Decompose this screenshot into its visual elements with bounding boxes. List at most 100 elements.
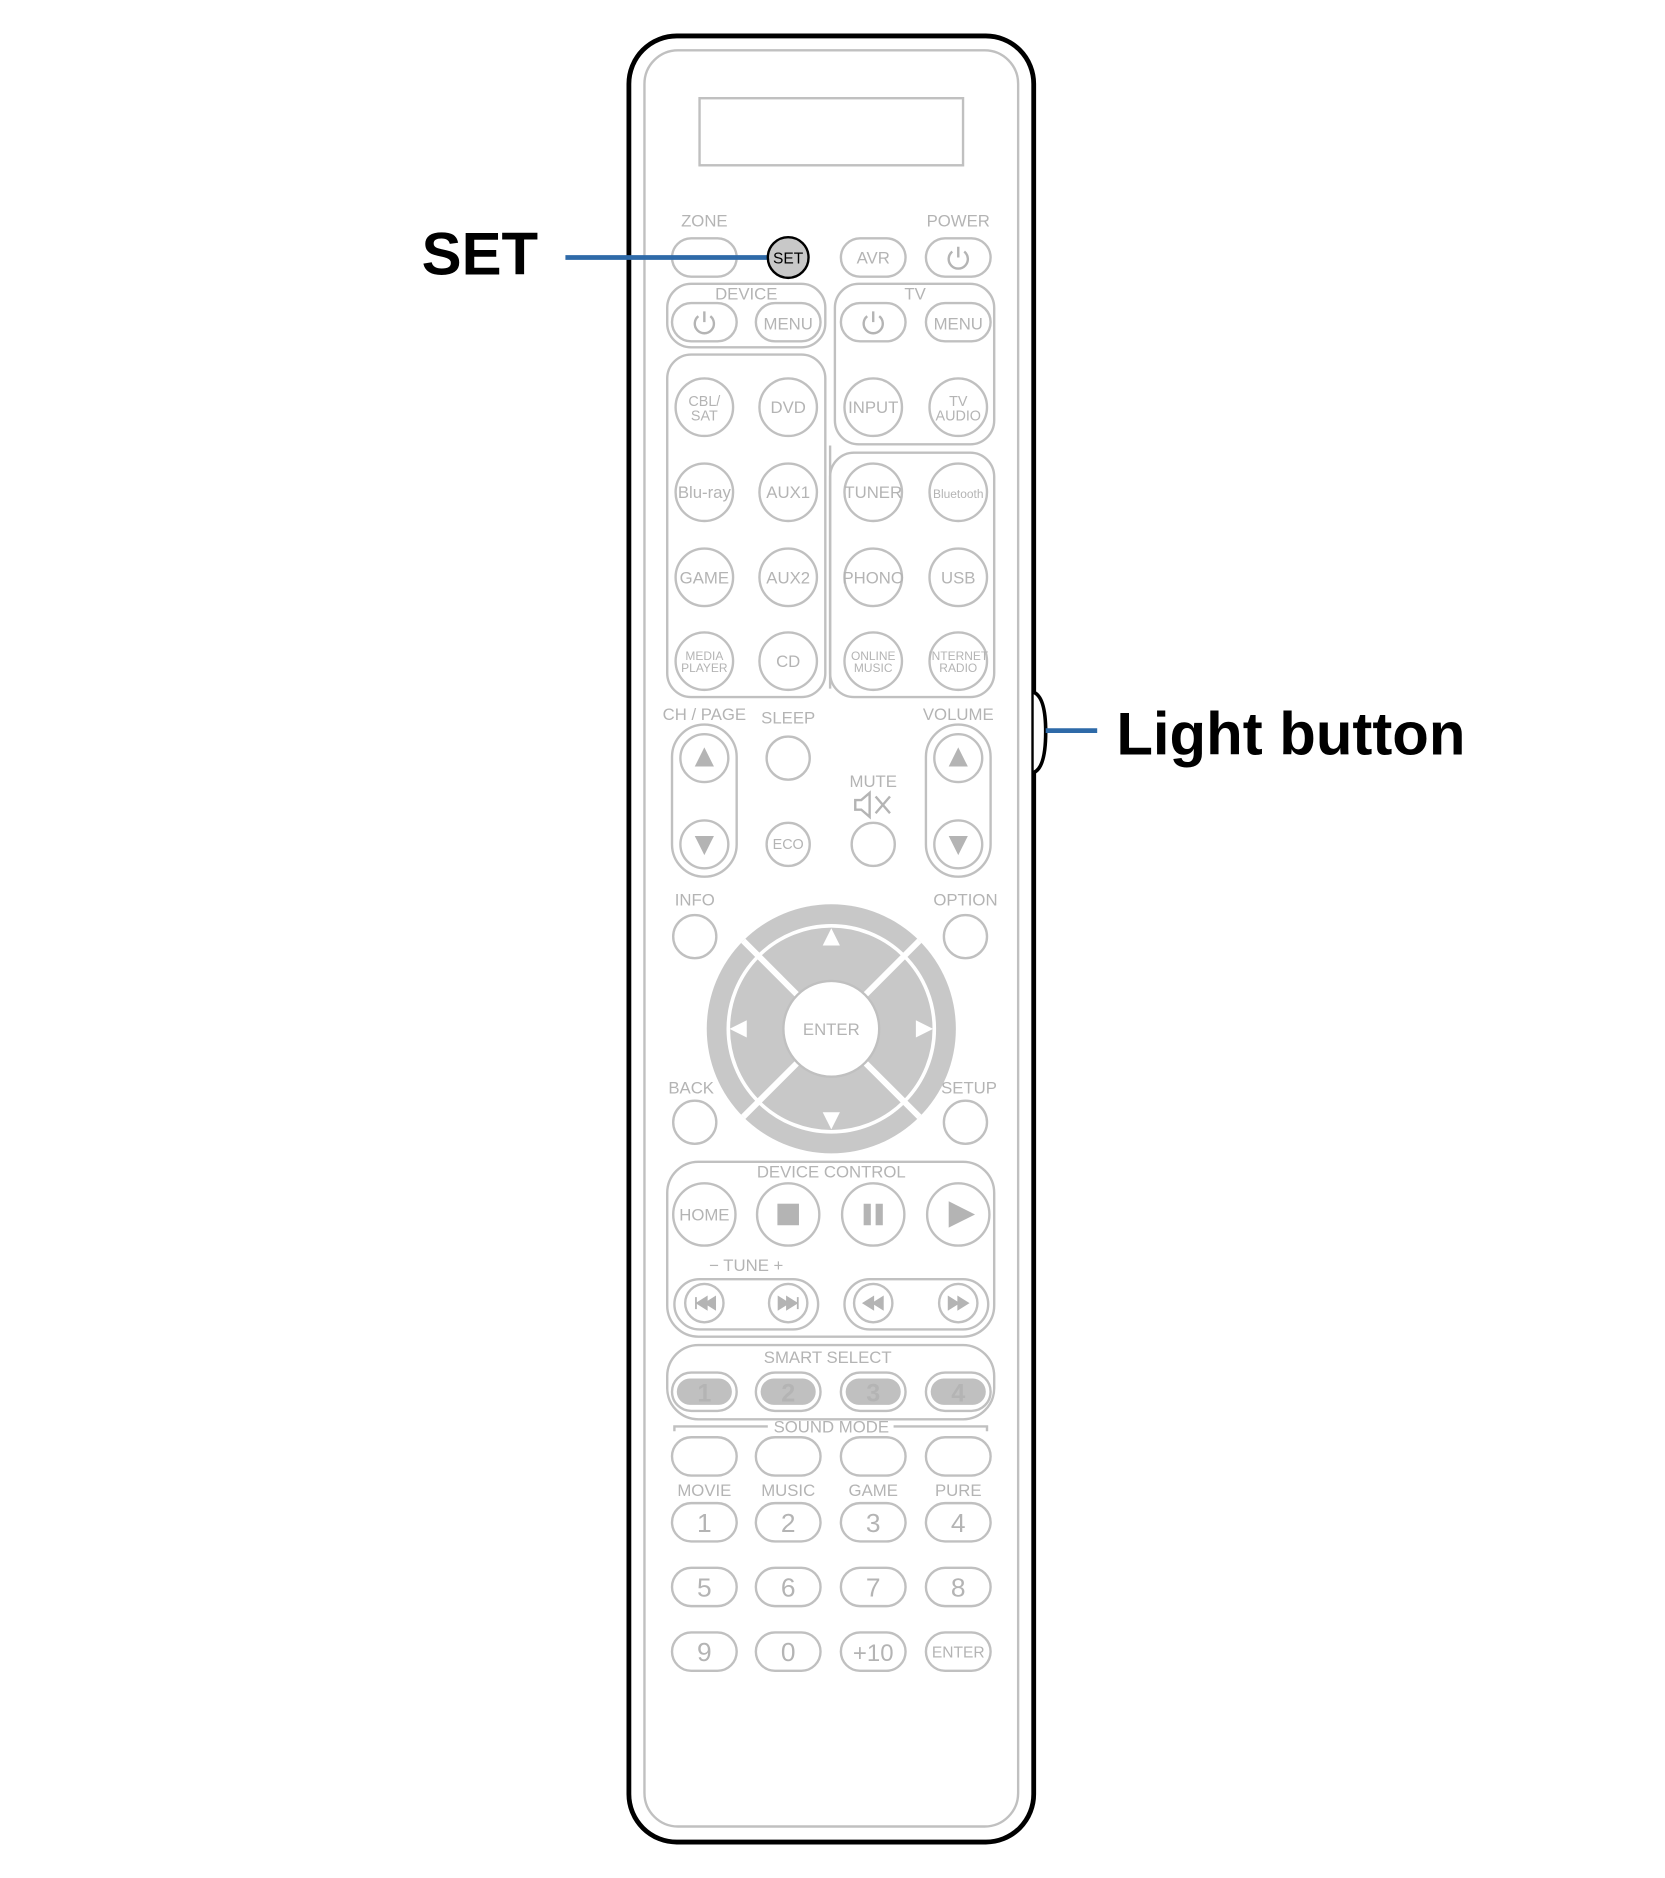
play-button[interactable] xyxy=(925,1182,991,1247)
up-arrow-icon xyxy=(948,747,968,767)
back-button[interactable] xyxy=(672,1099,718,1146)
keypad-button-7[interactable] xyxy=(839,1566,907,1608)
source-button-phono[interactable] xyxy=(843,547,904,608)
sound-mode-button-movie[interactable] xyxy=(670,1436,738,1477)
skip-forward-button[interactable] xyxy=(767,1282,809,1324)
keypad-button-9[interactable] xyxy=(670,1631,738,1672)
keypad-label: 5 xyxy=(697,1573,712,1603)
eco-button[interactable] xyxy=(765,821,811,868)
source-button-media-player[interactable] xyxy=(674,631,735,692)
smart-select-button-2[interactable] xyxy=(754,1371,822,1413)
sleep-button[interactable] xyxy=(765,735,811,781)
sound-mode-button-music[interactable] xyxy=(754,1436,822,1477)
smart-select-number: 2 xyxy=(781,1379,795,1407)
tv-menu-label: MENU xyxy=(934,314,983,333)
stop-button[interactable] xyxy=(755,1182,821,1247)
source-button-online-music[interactable] xyxy=(843,631,904,692)
smart-select-button-3[interactable] xyxy=(839,1371,907,1413)
tv-power-button[interactable] xyxy=(839,301,907,343)
keypad-button-8[interactable] xyxy=(924,1566,992,1608)
sound-mode-button-pure[interactable] xyxy=(924,1436,992,1477)
source-button-tuner[interactable] xyxy=(843,462,904,523)
source-button-aux2[interactable] xyxy=(758,547,819,608)
keypad-button-5[interactable] xyxy=(670,1566,738,1608)
source-button-tv-audio[interactable] xyxy=(928,377,989,438)
source-button-bluetooth[interactable] xyxy=(928,462,989,523)
keypad-label: 9 xyxy=(697,1637,712,1667)
info-button[interactable] xyxy=(672,913,718,960)
power-icon xyxy=(693,311,716,335)
smart-select-number: 3 xyxy=(866,1379,880,1407)
light-button[interactable] xyxy=(1032,690,1048,775)
source-button-internet-radio[interactable] xyxy=(928,631,989,692)
dpad-left-icon xyxy=(729,1020,747,1038)
home-label: HOME xyxy=(679,1205,729,1224)
smart-select-number: 1 xyxy=(697,1379,711,1407)
mute-button[interactable] xyxy=(850,821,896,868)
power-icon xyxy=(947,246,969,270)
dpad-divider xyxy=(741,1060,800,1120)
skip-back-icon xyxy=(695,1295,717,1311)
skip-back-button[interactable] xyxy=(683,1282,725,1324)
volume-up-button[interactable] xyxy=(933,732,984,784)
volume-down-button[interactable] xyxy=(933,819,984,870)
source-button-aux1[interactable] xyxy=(758,462,819,523)
stop-icon xyxy=(777,1203,799,1226)
fast-forward-icon xyxy=(947,1295,970,1311)
sound-mode-button-game[interactable] xyxy=(839,1436,907,1477)
keypad-button-2[interactable] xyxy=(754,1501,822,1543)
setup-button[interactable] xyxy=(942,1099,989,1146)
rewind-button[interactable] xyxy=(852,1282,894,1324)
smart-select-group xyxy=(666,1343,996,1421)
source-button-cd[interactable] xyxy=(758,631,819,692)
source-button-cbl-sat[interactable] xyxy=(674,377,735,438)
down-arrow-icon xyxy=(948,835,968,856)
ch-up-button[interactable] xyxy=(679,732,730,784)
ch-down-button[interactable] xyxy=(679,819,730,870)
keypad-button-1[interactable] xyxy=(670,1501,738,1543)
keypad-button-enter[interactable] xyxy=(924,1631,992,1672)
info-label: INFO xyxy=(675,890,715,909)
smart-select-label: SMART SELECT xyxy=(764,1348,892,1367)
dpad-down-icon xyxy=(822,1112,840,1130)
keypad-button-3[interactable] xyxy=(839,1501,907,1543)
power-button[interactable] xyxy=(924,237,992,278)
device-power-button[interactable] xyxy=(670,301,738,343)
keypad-label: 3 xyxy=(866,1508,881,1538)
search-group xyxy=(843,1277,990,1331)
keypad-label: ENTER xyxy=(932,1645,985,1662)
dpad-divider xyxy=(863,938,922,998)
down-arrow-icon xyxy=(694,835,714,856)
keypad-button-0[interactable] xyxy=(754,1631,822,1672)
source-button-dvd[interactable] xyxy=(758,377,819,438)
option-button[interactable] xyxy=(942,913,989,960)
dpad-divider xyxy=(863,1060,922,1120)
source-button-usb[interactable] xyxy=(928,547,989,608)
device-label: DEVICE xyxy=(715,284,777,303)
keypad-button-6[interactable] xyxy=(754,1566,822,1608)
avr-button[interactable] xyxy=(839,237,907,278)
source-button-input[interactable] xyxy=(843,377,904,438)
tv-menu-button[interactable] xyxy=(924,301,992,343)
sound-mode-bracket xyxy=(673,1425,989,1432)
dpad-up-icon xyxy=(822,928,840,946)
source-label-tuner: TUNER xyxy=(844,483,902,502)
keypad-label: 6 xyxy=(781,1573,796,1603)
keypad-button-plus10[interactable] xyxy=(839,1631,907,1672)
fast-forward-button[interactable] xyxy=(937,1282,979,1324)
power-label: POWER xyxy=(927,211,990,230)
set-button[interactable] xyxy=(766,235,810,280)
enter-button[interactable] xyxy=(782,979,881,1078)
source-button-blu-ray[interactable] xyxy=(674,462,735,523)
home-button[interactable] xyxy=(672,1182,737,1247)
smart-select-button-4[interactable] xyxy=(924,1371,992,1413)
mute-icon xyxy=(854,790,891,820)
smart-select-button-1[interactable] xyxy=(670,1371,738,1413)
device-menu-button[interactable] xyxy=(754,301,822,343)
keypad-button-4[interactable] xyxy=(924,1501,992,1543)
dpad-right-icon xyxy=(915,1020,934,1038)
pause-button[interactable] xyxy=(840,1182,906,1247)
source-button-game[interactable] xyxy=(674,547,735,608)
